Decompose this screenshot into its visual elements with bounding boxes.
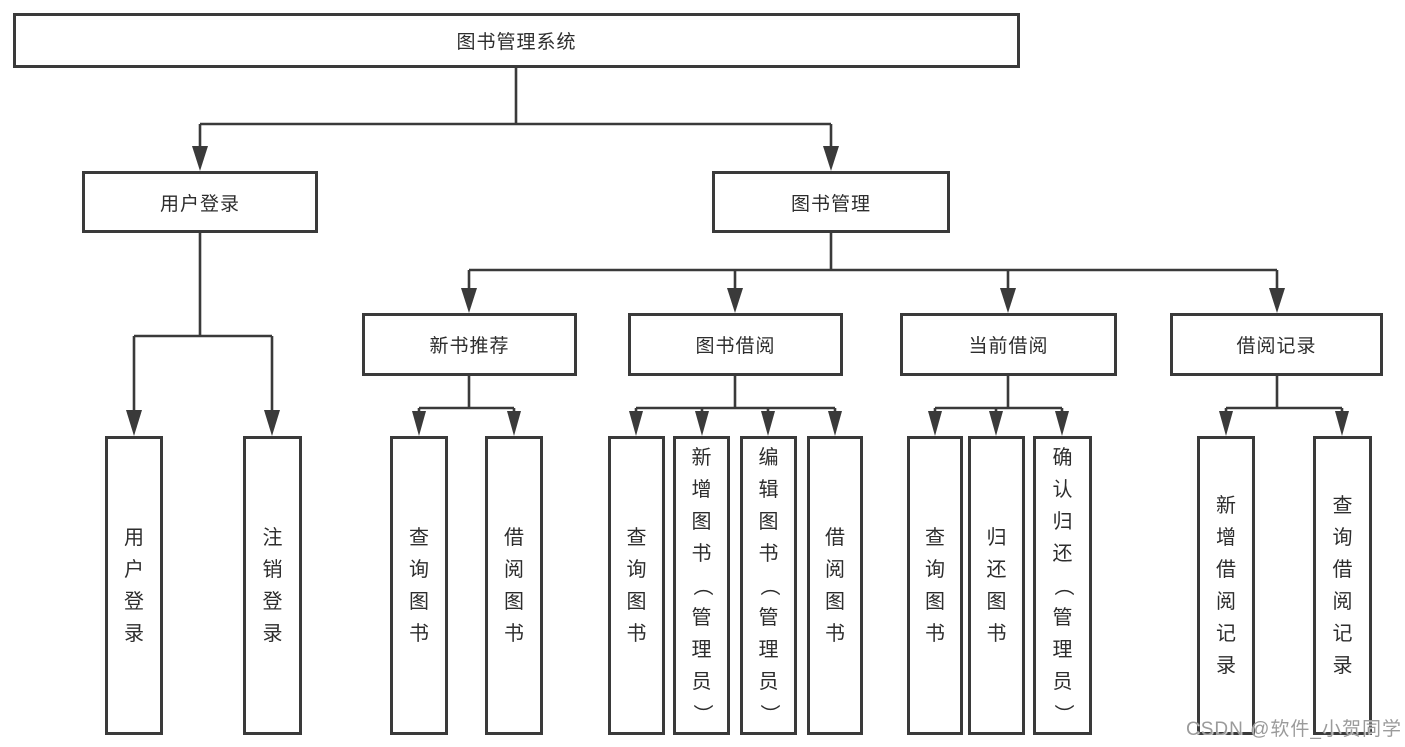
node-label: 用户登录 [159, 193, 240, 215]
arrow-to-borrow-records [1269, 288, 1285, 313]
node-label: 查询图书 [409, 526, 429, 645]
node-book-borrow: 图书借阅 [628, 313, 843, 376]
connector-current-to-leaves [933, 376, 1064, 413]
node-label: 借阅记录 [1236, 336, 1317, 357]
node-label: 查询借阅记录 [1332, 494, 1353, 677]
node-label: 新书推荐 [429, 336, 510, 357]
node-label: 新增借阅记录 [1216, 494, 1236, 677]
connector-records-to-leaves [1224, 376, 1344, 413]
arrow-to-user-login [192, 146, 208, 171]
node-label: 确认归还（管理员） [1051, 446, 1074, 724]
node-label: 归还图书 [986, 526, 1007, 645]
arrow-to-leaf-nb-borrow [507, 411, 521, 436]
leaf-borrow-add-book-admin: 新增图书（管理员） [673, 436, 730, 735]
node-label: 编辑图书（管理员） [757, 446, 780, 724]
arrow-to-leaf-cb-return [989, 411, 1003, 436]
leaf-logout: 注销登录 [243, 436, 302, 735]
arrow-to-leaf-user-login [126, 410, 142, 436]
arrow-to-leaf-bw-query [629, 411, 643, 436]
leaf-records-query-record: 查询借阅记录 [1313, 436, 1372, 735]
node-label: 查询图书 [925, 526, 945, 645]
arrow-to-book-mgmt [823, 146, 839, 171]
arrow-to-leaf-cb-query [928, 411, 942, 436]
leaf-current-confirm-return-admin: 确认归还（管理员） [1033, 436, 1092, 735]
arrow-to-new-books [461, 288, 477, 313]
node-label: 图书管理系统 [456, 32, 577, 53]
node-root-library-system: 图书管理系统 [13, 13, 1020, 68]
node-label: 注销登录 [262, 526, 283, 645]
arrow-to-leaf-nb-query [412, 411, 426, 436]
leaf-borrow-edit-book-admin: 编辑图书（管理员） [740, 436, 797, 735]
leaf-newbooks-query-book: 查询图书 [390, 436, 448, 735]
node-user-login: 用户登录 [82, 171, 318, 233]
leaf-user-login: 用户登录 [105, 436, 163, 735]
leaf-current-return-book: 归还图书 [968, 436, 1025, 735]
node-label: 图书借阅 [695, 336, 776, 357]
connector-borrow-to-leaves [634, 376, 837, 413]
node-label: 借阅图书 [504, 526, 524, 645]
arrow-to-leaf-logout [264, 410, 280, 436]
arrow-to-leaf-bw-edit [761, 411, 775, 436]
arrow-to-leaf-rec-add [1219, 411, 1233, 436]
node-current-borrow: 当前借阅 [900, 313, 1117, 376]
connector-newbooks-to-leaves [417, 376, 516, 413]
node-label: 新增图书（管理员） [690, 446, 713, 724]
leaf-newbooks-borrow-book: 借阅图书 [485, 436, 543, 735]
arrow-to-book-borrow [727, 288, 743, 313]
leaf-records-add-record: 新增借阅记录 [1197, 436, 1255, 735]
node-new-book-recommend: 新书推荐 [362, 313, 577, 376]
node-label: 查询图书 [626, 526, 647, 645]
connector-bookmgmt-to-level3 [467, 233, 1279, 291]
arrow-to-leaf-bw-borrow [828, 411, 842, 436]
arrow-to-leaf-bw-add [695, 411, 709, 436]
csdn-watermark: CSDN @软件_小贺同学 [1186, 719, 1402, 740]
node-label: 图书管理 [790, 193, 871, 215]
connector-userlogin-to-leaves [132, 233, 274, 413]
connector-root-to-level2 [198, 68, 833, 149]
leaf-borrow-borrow-book: 借阅图书 [807, 436, 863, 735]
leaf-borrow-query-book: 查询图书 [608, 436, 665, 735]
node-book-mgmt: 图书管理 [712, 171, 950, 233]
node-label: 当前借阅 [968, 336, 1049, 357]
node-label: 借阅图书 [825, 526, 845, 645]
arrow-to-current-borrow [1000, 288, 1016, 313]
leaf-current-query-book: 查询图书 [907, 436, 963, 735]
node-borrow-records: 借阅记录 [1170, 313, 1383, 376]
arrow-to-leaf-cb-confirm [1055, 411, 1069, 436]
node-label: 用户登录 [124, 526, 144, 645]
arrow-to-leaf-rec-query [1335, 411, 1349, 436]
